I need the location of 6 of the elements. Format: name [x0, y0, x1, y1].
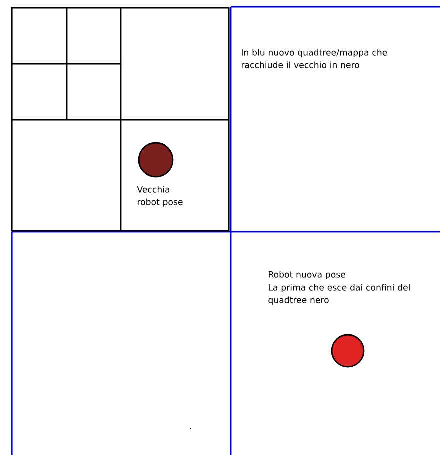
- robot-marker: [138, 142, 174, 178]
- note: In blu nuovo quadtree/mappa che racchiude il vecchio in nero: [242, 49, 388, 68]
- node-label: La prima che esce dai confini del quadtree nero: [268, 284, 410, 306]
- node-label: Robot nuova pose: [269, 271, 346, 280]
- node-label: Vecchia robot pose: [137, 186, 183, 208]
- robot-marker: [331, 334, 365, 368]
